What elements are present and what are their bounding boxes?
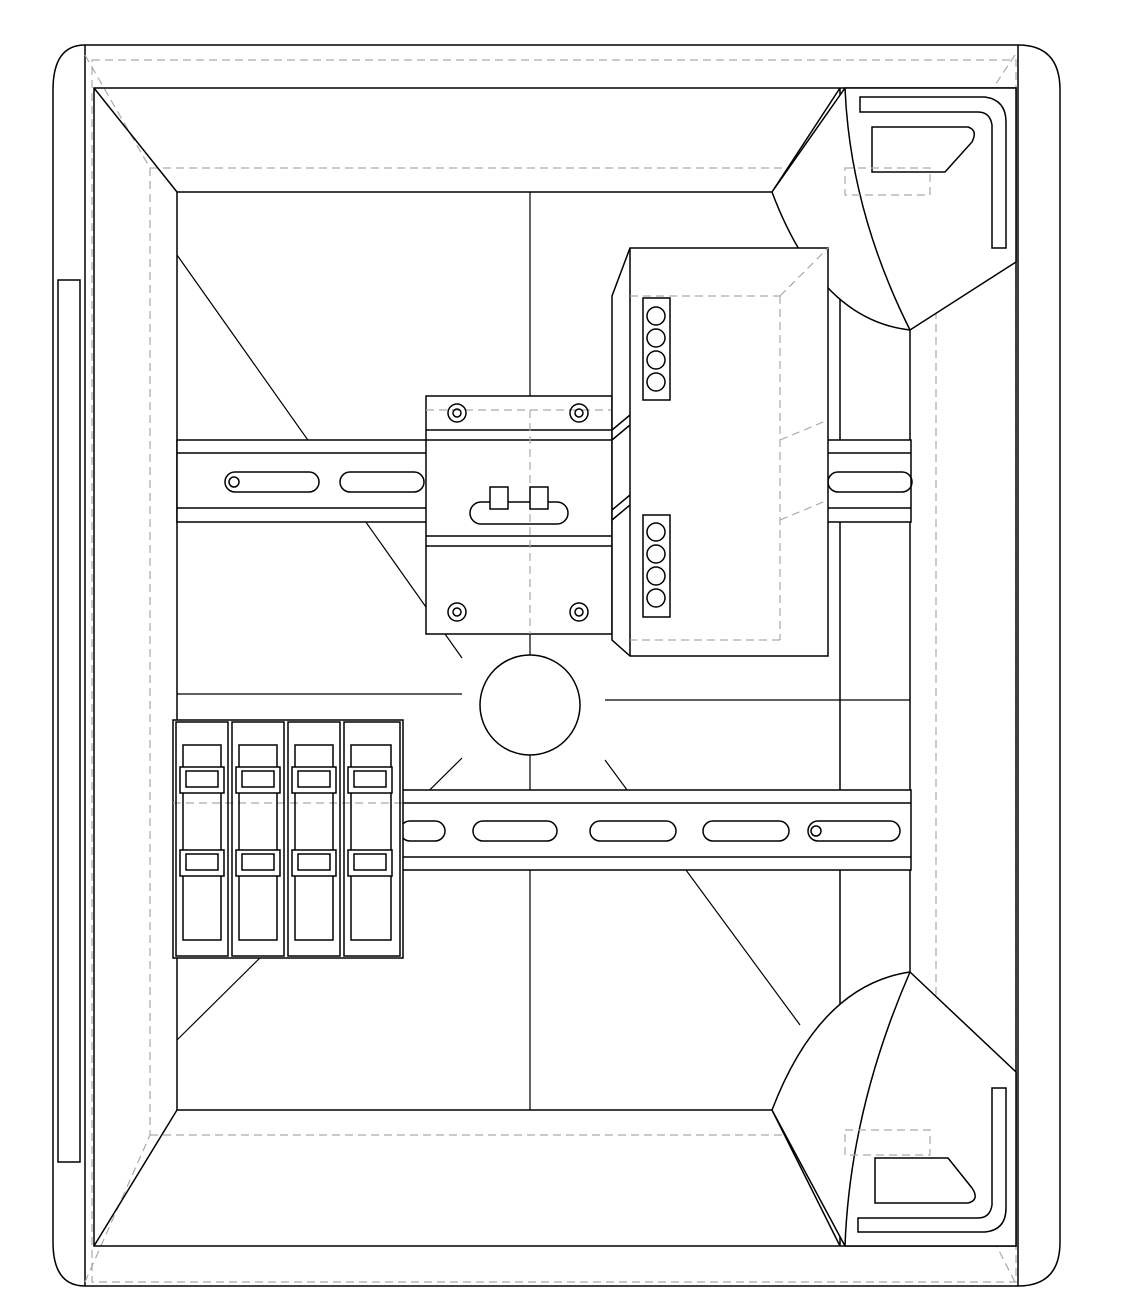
circuit-breaker-bank xyxy=(172,719,404,959)
circuit-breaker xyxy=(287,721,341,957)
rail-slot xyxy=(472,820,558,842)
rail-slot xyxy=(339,471,425,493)
switch-module xyxy=(425,395,613,635)
terminal-hole-icon xyxy=(646,372,666,392)
enclosure-shell xyxy=(52,44,1061,1287)
hinge-strip xyxy=(57,279,81,1163)
circuit-breaker xyxy=(343,721,401,957)
rail-slot xyxy=(224,471,320,493)
rail-slot xyxy=(589,820,677,842)
corner-boss-bottom-right xyxy=(771,971,1017,1247)
terminal-hole-icon xyxy=(646,522,666,542)
screw-icon xyxy=(569,403,589,423)
terminal-hole-icon xyxy=(646,588,666,608)
terminal-hole-icon xyxy=(646,544,666,564)
toggle-lever xyxy=(529,486,549,510)
circuit-breaker xyxy=(175,721,229,957)
rail-slot xyxy=(807,820,901,842)
toggle-lever xyxy=(489,486,509,510)
screw-icon xyxy=(569,602,589,622)
din-rail-lower xyxy=(394,789,912,871)
center-knockout-circle xyxy=(479,654,581,756)
screw-icon xyxy=(447,602,467,622)
circuit-breaker xyxy=(231,721,285,957)
screw-icon xyxy=(447,403,467,423)
terminal-hole-icon xyxy=(646,306,666,326)
rail-slot xyxy=(702,820,790,842)
corner-boss-top-right xyxy=(771,87,1017,331)
power-supply-box xyxy=(611,247,829,657)
terminal-hole-icon xyxy=(646,350,666,370)
terminal-hole-icon xyxy=(646,566,666,586)
terminal-hole-icon xyxy=(646,328,666,348)
